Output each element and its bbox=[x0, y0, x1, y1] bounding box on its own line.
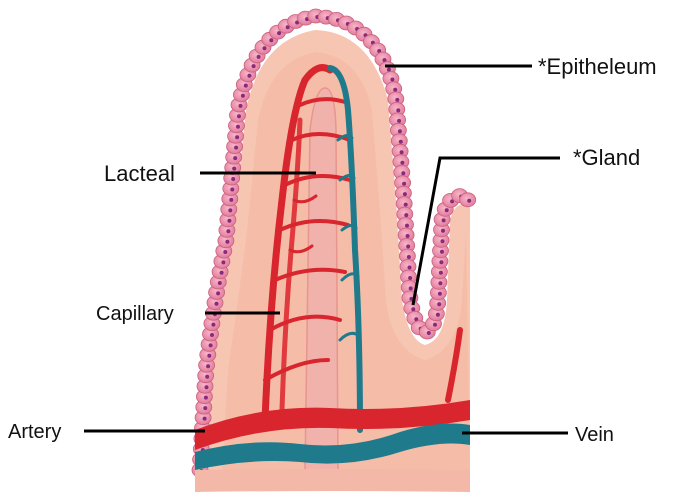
cell-nucleus bbox=[203, 417, 207, 421]
cell-nucleus bbox=[409, 286, 413, 290]
cell-nucleus bbox=[427, 331, 431, 335]
cell-nucleus bbox=[229, 198, 233, 202]
cell-nucleus bbox=[436, 313, 440, 317]
cell-nucleus bbox=[216, 291, 220, 295]
cell-nucleus bbox=[398, 129, 402, 133]
cell-nucleus bbox=[218, 281, 222, 285]
cell-nucleus bbox=[228, 208, 232, 212]
cell-nucleus bbox=[205, 375, 209, 379]
label-lacteal: Lacteal bbox=[104, 161, 175, 186]
cell-nucleus bbox=[408, 266, 412, 270]
cell-nucleus bbox=[220, 271, 224, 275]
cell-nucleus bbox=[401, 171, 405, 175]
cell-nucleus bbox=[241, 94, 245, 98]
cell-nucleus bbox=[269, 38, 273, 42]
cell-nucleus bbox=[397, 119, 401, 123]
cell-nucleus bbox=[405, 224, 409, 228]
cell-nucleus bbox=[442, 218, 446, 222]
cell-nucleus bbox=[433, 323, 437, 327]
cell-nucleus bbox=[203, 406, 207, 410]
cell-nucleus bbox=[237, 114, 241, 118]
cell-nucleus bbox=[221, 260, 225, 264]
cell-nucleus bbox=[211, 323, 215, 327]
cell-nucleus bbox=[210, 333, 214, 337]
cell-nucleus bbox=[406, 245, 410, 249]
cell-nucleus bbox=[244, 84, 248, 88]
label-gland: *Gland bbox=[573, 145, 640, 170]
cell-nucleus bbox=[467, 199, 471, 203]
label-vein: Vein bbox=[575, 424, 614, 446]
cell-nucleus bbox=[438, 292, 442, 296]
cell-nucleus bbox=[411, 307, 415, 311]
cell-nucleus bbox=[234, 146, 238, 150]
cell-nucleus bbox=[207, 354, 211, 358]
cell-nucleus bbox=[390, 78, 394, 82]
cell-nucleus bbox=[206, 364, 210, 368]
label-epitheleum: *Epitheleum bbox=[538, 54, 657, 79]
label-artery: Artery bbox=[8, 421, 61, 443]
cell-nucleus bbox=[227, 219, 231, 223]
cell-nucleus bbox=[239, 104, 243, 108]
cell-nucleus bbox=[247, 74, 251, 78]
cell-nucleus bbox=[404, 203, 408, 207]
cell-nucleus bbox=[225, 240, 229, 244]
base-tissue bbox=[195, 469, 470, 492]
cell-nucleus bbox=[226, 229, 230, 233]
cell-nucleus bbox=[407, 255, 411, 259]
label-capillary: Capillary bbox=[96, 303, 174, 325]
cell-nucleus bbox=[399, 140, 403, 144]
cell-nucleus bbox=[204, 396, 208, 400]
cell-nucleus bbox=[406, 234, 410, 238]
cell-nucleus bbox=[393, 88, 397, 92]
cell-nucleus bbox=[441, 229, 445, 233]
cell-nucleus bbox=[223, 250, 227, 254]
cell-nucleus bbox=[231, 177, 235, 181]
cell-nucleus bbox=[400, 150, 404, 154]
cell-nucleus bbox=[396, 108, 400, 112]
cell-nucleus bbox=[439, 271, 443, 275]
cell-nucleus bbox=[402, 182, 406, 186]
cell-nucleus bbox=[400, 161, 404, 165]
cell-nucleus bbox=[230, 188, 234, 192]
cell-nucleus bbox=[209, 343, 213, 347]
cell-nucleus bbox=[408, 276, 412, 280]
cell-nucleus bbox=[441, 239, 445, 243]
cell-nucleus bbox=[404, 213, 408, 217]
cell-nucleus bbox=[215, 302, 219, 306]
cell-nucleus bbox=[233, 156, 237, 160]
cell-nucleus bbox=[403, 192, 407, 196]
cell-nucleus bbox=[445, 208, 449, 212]
cell-nucleus bbox=[205, 385, 209, 389]
cell-nucleus bbox=[437, 302, 441, 306]
cell-nucleus bbox=[252, 64, 256, 68]
cell-nucleus bbox=[263, 46, 267, 50]
cell-nucleus bbox=[387, 68, 391, 72]
cell-nucleus bbox=[395, 98, 399, 102]
cell-nucleus bbox=[232, 167, 236, 171]
cell-nucleus bbox=[438, 281, 442, 285]
cell-nucleus bbox=[257, 55, 261, 59]
cell-nucleus bbox=[440, 250, 444, 254]
cell-nucleus bbox=[277, 31, 281, 35]
cell-nucleus bbox=[236, 125, 240, 129]
cell-nucleus bbox=[439, 260, 443, 264]
cell-nucleus bbox=[235, 135, 239, 139]
